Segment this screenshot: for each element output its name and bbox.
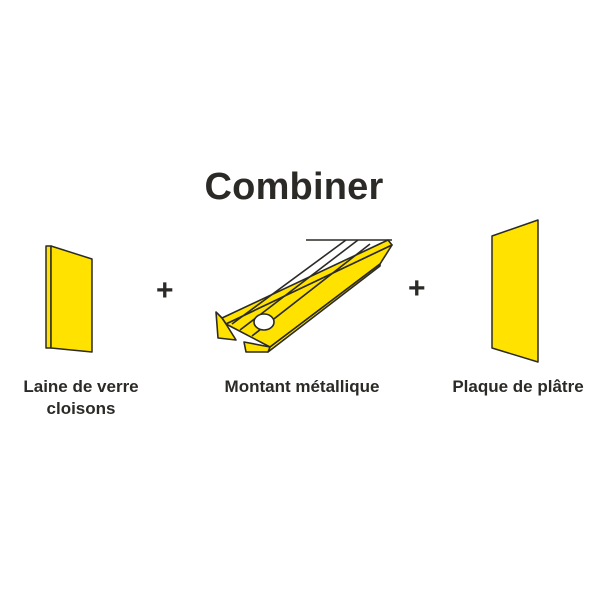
label-metal-stud: Montant métallique	[212, 376, 392, 398]
title: Combiner	[204, 166, 384, 208]
label-plasterboard-line1: Plaque de plâtre	[452, 377, 584, 396]
metal-stud-icon	[215, 239, 393, 353]
label-plasterboard: Plaque de plâtre	[444, 376, 592, 398]
label-glass-wool-line2: cloisons	[46, 399, 116, 418]
plus-operator-2: +	[408, 272, 426, 305]
label-metal-stud-line1: Montant métallique	[224, 377, 380, 396]
plus-operator-1: +	[156, 274, 174, 307]
plasterboard-icon	[491, 219, 539, 363]
glass-wool-panel-icon	[45, 245, 93, 353]
label-glass-wool: Laine de verre cloisons	[8, 376, 154, 420]
label-glass-wool-line1: Laine de verre	[23, 377, 139, 396]
